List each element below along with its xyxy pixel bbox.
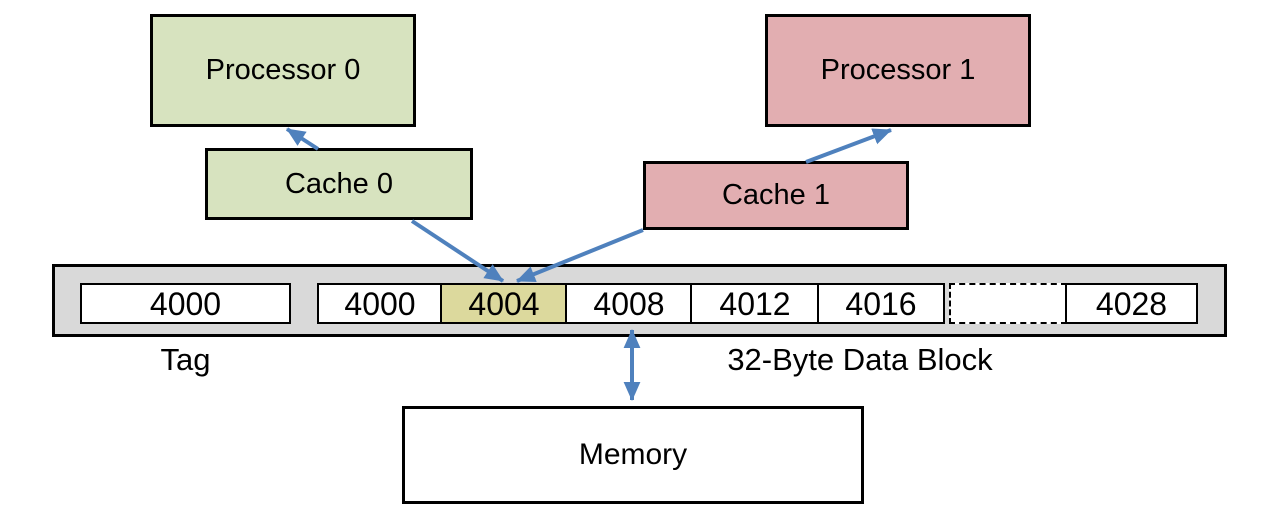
- data-cell-4012: 4012: [690, 283, 820, 324]
- data-cell-4028: 4028: [1065, 283, 1198, 324]
- data-block-caption: 32-Byte Data Block: [727, 342, 993, 377]
- data-cell-4004-highlighted: 4004: [440, 283, 568, 324]
- arrow-cache0-to-processor0: [285, 127, 320, 151]
- memory-box: Memory: [402, 406, 864, 504]
- data-cell-ellipsis-dashed: [949, 283, 1067, 324]
- cache0-box: Cache 0: [205, 148, 473, 220]
- tag-caption: Tag: [160, 342, 211, 377]
- data-cell-4008: 4008: [565, 283, 693, 324]
- data-cell-4000: 4000: [317, 283, 443, 324]
- cache1-box: Cache 1: [643, 161, 909, 230]
- tag-cell: 4000: [80, 283, 291, 324]
- arrow-cache1-to-processor1: [805, 128, 892, 164]
- data-cell-4016: 4016: [817, 283, 945, 324]
- processor1-box: Processor 1: [765, 14, 1031, 127]
- processor0-box: Processor 0: [150, 14, 416, 127]
